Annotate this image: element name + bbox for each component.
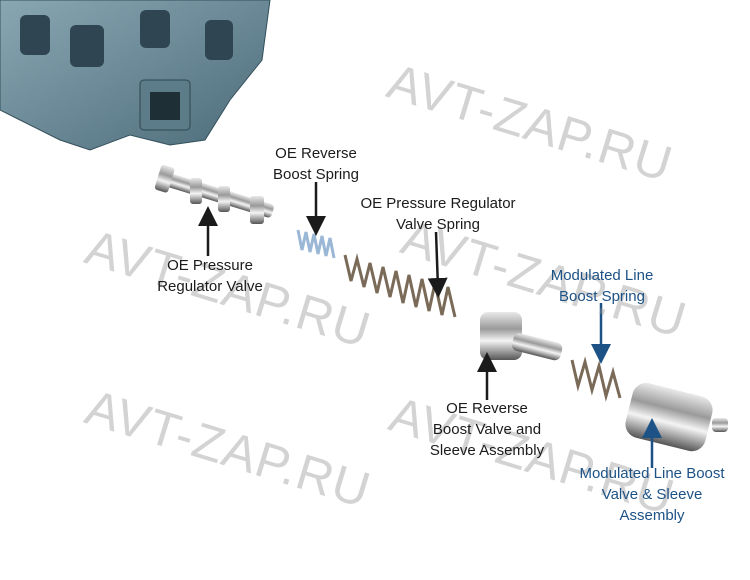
- label-oe-reverse-boost-spring: OE Reverse Boost Spring: [273, 143, 359, 185]
- label-oe-reverse-boost-valve-sleeve: OE Reverse Boost Valve and Sleeve Assemb…: [430, 398, 544, 461]
- label-line: Modulated Line Boost: [579, 465, 725, 482]
- label-line: OE Reverse: [275, 145, 357, 162]
- oe-pressure-regulator-valve: [154, 165, 274, 224]
- oe-reverse-boost-spring: [296, 229, 336, 259]
- label-line: Valve Spring: [396, 216, 480, 233]
- label-oe-pressure-regulator-valve-spring: OE Pressure Regulator Valve Spring: [360, 193, 515, 235]
- oe-reverse-boost-valve-sleeve: [480, 312, 563, 361]
- label-line: Boost Spring: [559, 288, 645, 305]
- label-line: Boost Spring: [273, 166, 359, 183]
- label-line: Regulator Valve: [157, 278, 263, 295]
- valve-body: [0, 0, 271, 151]
- arrow-pressure-reg-spring: [427, 231, 448, 298]
- label-oe-pressure-regulator-valve: OE Pressure Regulator Valve: [157, 255, 263, 297]
- label-line: OE Pressure Regulator: [360, 195, 516, 212]
- label-modulated-line-boost-spring: Modulated Line Boost Spring: [551, 265, 654, 307]
- label-line: Assembly: [619, 507, 685, 524]
- label-line: Sleeve Assembly: [429, 442, 545, 459]
- label-modulated-line-boost-valve-sleeve: Modulated Line Boost Valve & Sleeve Asse…: [579, 463, 724, 526]
- label-line: OE Reverse: [446, 400, 528, 417]
- label-line: OE Pressure: [167, 257, 253, 274]
- label-line: Valve & Sleeve: [601, 486, 703, 503]
- label-line: Boost Valve and: [432, 421, 542, 438]
- modulated-line-boost-valve-sleeve: [625, 382, 728, 452]
- modulated-line-boost-spring: [570, 356, 622, 402]
- label-line: Modulated Line: [550, 267, 654, 284]
